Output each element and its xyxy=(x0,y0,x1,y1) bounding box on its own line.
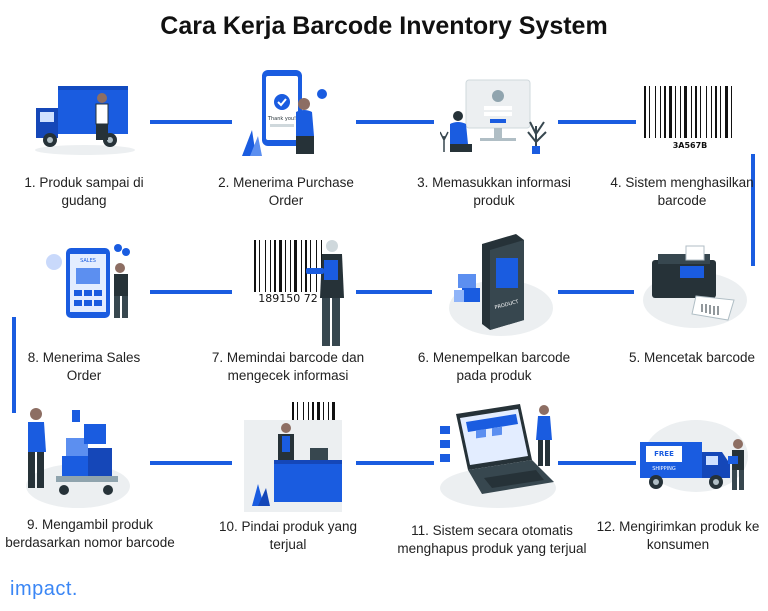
barcode-illustration: 3A567B xyxy=(644,86,732,150)
connector-2-3 xyxy=(356,120,434,124)
connector-1-2 xyxy=(150,120,232,124)
step-5-label: 5. Mencetak barcode xyxy=(594,349,768,367)
step-7-line1: 7. Memindai barcode dan xyxy=(211,350,365,365)
impact-logo: impact. xyxy=(10,578,78,600)
laptop-system-illustration xyxy=(440,404,556,508)
step-8-line2: Order xyxy=(66,368,102,383)
step-4-line2: barcode xyxy=(657,193,707,208)
connector-4-5 xyxy=(751,154,755,266)
page-title: Cara Kerja Barcode Inventory System xyxy=(160,12,608,40)
step-12-line1: 12. Mengirimkan produk ke xyxy=(596,519,760,534)
connector-3-4 xyxy=(558,120,636,124)
barcode-code-text: 3A567B xyxy=(673,141,708,150)
step-3-line1: 3. Memasukkan informasi xyxy=(417,175,571,190)
connector-11-12 xyxy=(558,461,636,465)
step-8-label: 8. Menerima Sales Order xyxy=(0,349,182,385)
delivery-truck-illustration xyxy=(35,86,135,155)
step-5-line1: 5. Mencetak barcode xyxy=(628,350,756,365)
step-10-line1: 10. Pindai produk yang xyxy=(218,519,358,534)
step-1-label: 1. Produk sampai di gudang xyxy=(0,174,182,210)
step-10-line2: terjual xyxy=(269,537,307,552)
checkout-scan-illustration xyxy=(244,402,342,512)
step-7-label: 7. Memindai barcode dan mengecek informa… xyxy=(190,349,386,385)
phone-badge-text: Thank you! xyxy=(267,116,296,122)
step-9-label: 9. Mengambil produk berdasarkan nomor ba… xyxy=(0,516,188,552)
connector-5-6 xyxy=(558,290,634,294)
step-6-line2: pada produk xyxy=(456,368,532,383)
step-1-line2: gudang xyxy=(61,193,107,208)
step-6-line1: 6. Menempelkan barcode xyxy=(417,350,571,365)
connector-6-7 xyxy=(356,290,432,294)
step-11-label: 11. Sistem secara otomatis menghapus pro… xyxy=(394,522,590,558)
truck-label-text: FREE xyxy=(654,450,674,458)
step-9-line2: berdasarkan nomor barcode xyxy=(5,535,175,550)
connector-7-8 xyxy=(150,290,232,294)
shipping-truck-illustration: FREE SHIPPING xyxy=(640,420,748,492)
connector-8-9 xyxy=(12,317,16,413)
step-2-label: 2. Menerima Purchase Order xyxy=(188,174,384,210)
truck-sub-text: SHIPPING xyxy=(652,466,676,472)
sales-badge-text: SALES xyxy=(80,258,96,264)
data-entry-illustration xyxy=(440,79,547,154)
step-3-line2: produk xyxy=(473,193,515,208)
scan-code-text: 189150 72 xyxy=(258,292,318,305)
step-11-line1: 11. Sistem secara otomatis xyxy=(411,523,573,538)
sales-order-illustration: SALES xyxy=(46,244,130,318)
purchase-order-illustration: Thank you! xyxy=(242,70,327,156)
scan-barcode-illustration: 189150 72 xyxy=(254,240,344,346)
step-3-label: 3. Memasukkan informasi produk xyxy=(396,174,592,210)
step-8-line1: 8. Menerima Sales xyxy=(27,350,141,365)
step-2-line2: Order xyxy=(268,193,304,208)
step-6-label: 6. Menempelkan barcode pada produk xyxy=(396,349,592,385)
picking-products-illustration xyxy=(26,408,130,508)
connector-9-10 xyxy=(150,461,232,465)
product-box-illustration: PRODUCT xyxy=(449,234,553,336)
step-7-line2: mengecek informasi xyxy=(227,368,349,383)
step-12-label: 12. Mengirimkan produk ke konsumen xyxy=(580,518,768,554)
connector-10-11 xyxy=(356,461,434,465)
step-2-line1: 2. Menerima Purchase xyxy=(218,175,354,190)
step-9-line1: 9. Mengambil produk xyxy=(26,517,154,532)
printer-illustration xyxy=(643,245,747,328)
step-10-label: 10. Pindai produk yang terjual xyxy=(190,518,386,554)
step-11-line2: menghapus produk yang terjual xyxy=(397,541,587,556)
step-12-line2: konsumen xyxy=(646,537,710,552)
step-4-line1: 4. Sistem menghasilkan xyxy=(610,175,754,190)
step-4-label: 4. Sistem menghasilkan barcode xyxy=(584,174,768,210)
step-1-line1: 1. Produk sampai di xyxy=(24,175,144,190)
